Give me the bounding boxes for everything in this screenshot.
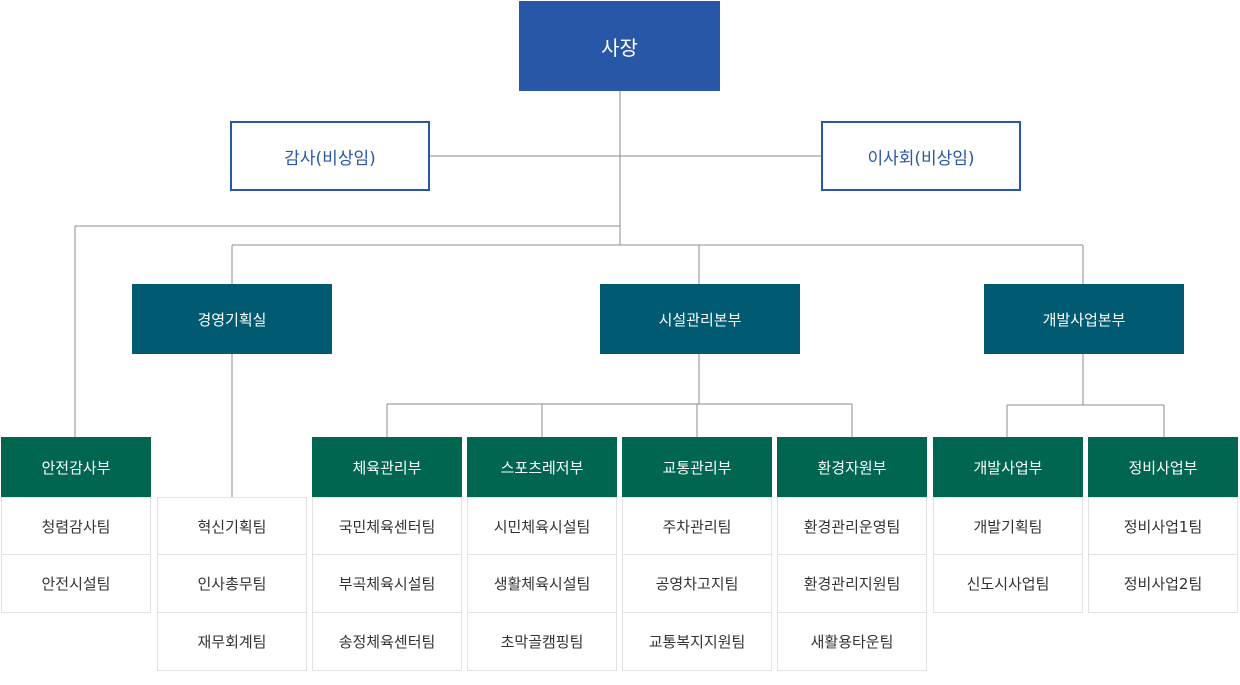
- team-item: 안전시설팀: [1, 555, 151, 613]
- department-label: 안전감사부: [41, 458, 111, 477]
- auditor-label: 감사(비상임): [284, 148, 376, 169]
- team-item: 초막골캠핑팀: [467, 613, 617, 671]
- team-item: 환경관리운영팀: [777, 497, 927, 555]
- team-item: 신도시사업팀: [933, 555, 1083, 613]
- team-item: 부곡체육시설팀: [312, 555, 462, 613]
- team-item: 개발기획팀: [933, 497, 1083, 555]
- division-label: 개발사업본부: [1042, 310, 1126, 329]
- department-sports-leisure: 스포츠레저부: [467, 437, 617, 497]
- team-list-sports-management: 국민체육센터팀 부곡체육시설팀 송정체육센터팀: [312, 497, 462, 671]
- team-list-sports-leisure: 시민체육시설팀 생활체육시설팀 초막골캠핑팀: [467, 497, 617, 671]
- ceo-box: 사장: [519, 1, 720, 91]
- division-planning: 경영기획실: [132, 284, 332, 354]
- team-item: 공영차고지팀: [622, 555, 772, 613]
- team-item: 혁신기획팀: [157, 497, 307, 555]
- team-item: 생활체육시설팀: [467, 555, 617, 613]
- team-item: 송정체육센터팀: [312, 613, 462, 671]
- department-label: 체육관리부: [352, 458, 422, 477]
- ceo-label: 사장: [601, 35, 638, 60]
- team-list-safety-audit: 청렴감사팀 안전시설팀: [1, 497, 151, 613]
- team-list-planning: 혁신기획팀 인사총무팀 재무회계팀: [157, 497, 307, 671]
- team-item: 인사총무팀: [157, 555, 307, 613]
- division-facility: 시설관리본부: [600, 284, 800, 354]
- team-item: 재무회계팀: [157, 613, 307, 671]
- department-safety-audit: 안전감사부: [1, 437, 151, 497]
- team-item: 주차관리팀: [622, 497, 772, 555]
- auditor-box: 감사(비상임): [230, 121, 430, 191]
- team-item: 청렴감사팀: [1, 497, 151, 555]
- team-list-maintenance: 정비사업1팀 정비사업2팀: [1088, 497, 1238, 613]
- department-traffic: 교통관리부: [622, 437, 772, 497]
- department-label: 교통관리부: [662, 458, 732, 477]
- department-label: 환경자원부: [817, 458, 887, 477]
- division-label: 경영기획실: [197, 310, 267, 329]
- department-development: 개발사업부: [933, 437, 1083, 497]
- department-label: 개발사업부: [973, 458, 1043, 477]
- division-development: 개발사업본부: [984, 284, 1184, 354]
- team-item: 정비사업2팀: [1088, 555, 1238, 613]
- team-item: 교통복지지원팀: [622, 613, 772, 671]
- department-sports-management: 체육관리부: [312, 437, 462, 497]
- team-item: 국민체육센터팀: [312, 497, 462, 555]
- board-box: 이사회(비상임): [821, 121, 1021, 191]
- department-maintenance: 정비사업부: [1088, 437, 1238, 497]
- team-item: 새활용타운팀: [777, 613, 927, 671]
- board-label: 이사회(비상임): [867, 148, 975, 169]
- team-item: 정비사업1팀: [1088, 497, 1238, 555]
- team-list-environment: 환경관리운영팀 환경관리지원팀 새활용타운팀: [777, 497, 927, 671]
- team-item: 환경관리지원팀: [777, 555, 927, 613]
- department-label: 스포츠레저부: [500, 458, 584, 477]
- department-label: 정비사업부: [1128, 458, 1198, 477]
- division-label: 시설관리본부: [658, 310, 742, 329]
- team-list-development: 개발기획팀 신도시사업팀: [933, 497, 1083, 613]
- team-item: 시민체육시설팀: [467, 497, 617, 555]
- department-environment: 환경자원부: [777, 437, 927, 497]
- team-list-traffic: 주차관리팀 공영차고지팀 교통복지지원팀: [622, 497, 772, 671]
